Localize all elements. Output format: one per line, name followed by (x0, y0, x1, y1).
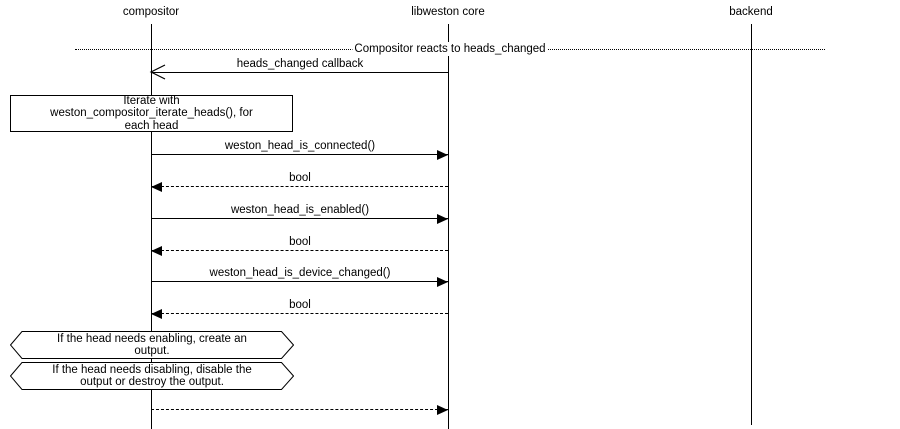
participant-label-backend: backend (729, 6, 773, 18)
arrowhead-left-bool-device-changed (151, 308, 162, 319)
condition-note-disable-head-text: If the head needs disabling, disable the… (52, 363, 252, 389)
divider-label: Compositor reacts to heads_changed (352, 42, 548, 56)
lifeline-libweston-core (448, 24, 449, 429)
message-label-bool-device-changed: bool (289, 299, 311, 311)
arrowhead-right-head-is-connected (437, 149, 448, 160)
hexagon-shape-2 (10, 362, 294, 390)
message-line-final-return (151, 409, 448, 410)
lifeline-compositor (151, 24, 152, 429)
message-label-head-is-enabled: weston_head_is_enabled() (230, 204, 370, 216)
message-label-heads-changed-callback: heads_changed callback (236, 58, 364, 70)
arrowhead-right-head-is-enabled (437, 213, 448, 224)
note-iterate-heads: Iterate with weston_compositor_iterate_h… (10, 95, 293, 132)
message-line-head-is-connected (151, 154, 448, 155)
message-line-head-is-enabled (151, 218, 448, 219)
arrowhead-right-head-is-device-changed (437, 276, 448, 287)
participant-label-libweston-core: libweston core (411, 6, 485, 18)
arrowhead-right-final-return (437, 404, 448, 415)
condition-note-enable-head: If the head needs enabling, create an ou… (10, 331, 294, 359)
participant-label-compositor: compositor (122, 6, 180, 18)
arrowhead-left-bool-enabled (151, 245, 162, 256)
message-line-heads-changed-callback (151, 72, 448, 73)
message-label-head-is-device-changed: weston_head_is_device_changed() (209, 267, 391, 279)
lifeline-backend (751, 24, 752, 425)
condition-note-disable-head: If the head needs disabling, disable the… (10, 362, 294, 390)
hexagon-shape-1 (10, 331, 294, 359)
message-line-head-is-device-changed (151, 281, 448, 282)
message-label-head-is-connected: weston_head_is_connected() (224, 140, 376, 152)
message-line-bool-device-changed (151, 313, 448, 314)
arrowhead-open-left-heads-changed (149, 64, 166, 80)
message-line-bool-enabled (151, 250, 448, 251)
message-label-bool-connected: bool (289, 172, 311, 184)
arrowhead-left-bool-connected (151, 181, 162, 192)
message-label-bool-enabled: bool (289, 236, 311, 248)
message-line-bool-connected (151, 186, 448, 187)
condition-note-enable-head-text: If the head needs enabling, create an ou… (57, 332, 247, 358)
